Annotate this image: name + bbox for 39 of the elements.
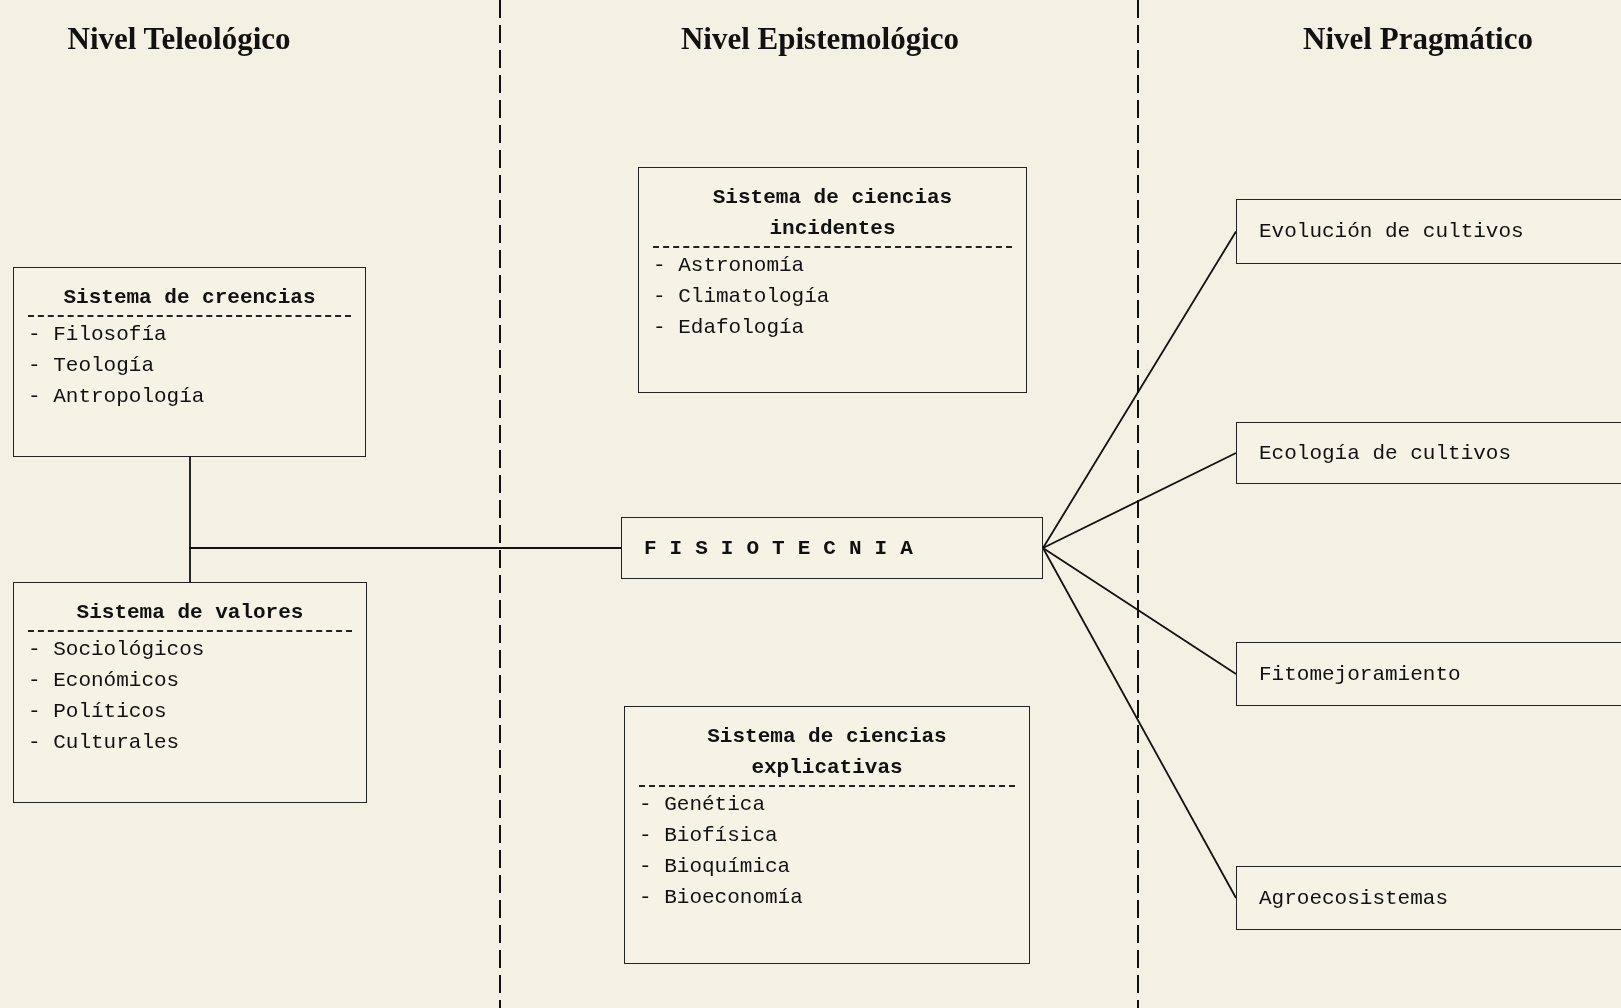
list-item: - Astronomía [653,253,805,279]
process-box [1236,199,1621,264]
connector-line [1042,547,1237,899]
process-box [621,517,1043,579]
list-item: - Bioquímica [639,854,791,880]
process-box [1236,422,1621,484]
list-box [13,267,366,457]
list-item: - Antropología [28,384,205,410]
box-label: FISIOTECNIA [644,535,926,562]
level-heading: Nivel Pragmático [1303,20,1533,58]
list-item: - Políticos [28,699,167,725]
list-item: - Biofísica [639,823,778,849]
process-box [1236,866,1621,930]
box-heading: Sistema de ciencias explicativas [706,724,948,781]
list-box [13,582,367,803]
connector-line [1042,230,1237,549]
level-heading: Nivel Teleológico [67,20,291,58]
list-item: - Teología [28,353,155,379]
process-box [1236,642,1621,706]
box-label: Evolución de cultivos [1259,219,1524,245]
level-heading: Nivel Epistemológico [680,20,960,58]
box-heading: Sistema de creencias [63,285,316,311]
box-heading: Sistema de valores [76,600,304,626]
connector-line [1042,452,1237,549]
list-item: - Genética [639,792,766,818]
list-item: - Bioeconomía [639,885,803,911]
box-heading: Sistema de ciencias incidentes [711,185,954,242]
list-item: - Climatología [653,284,830,310]
box-label: Ecología de cultivos [1259,440,1512,467]
list-item: - Sociológicos [28,637,205,663]
list-box [624,706,1030,964]
box-label: Agroecosistemas [1259,885,1449,912]
list-box [638,167,1027,393]
box-label: Fitomejoramiento [1259,661,1461,688]
list-item: - Filosofía [28,322,167,348]
list-item: - Edafología [653,315,805,341]
list-item: - Económicos [28,668,180,694]
list-item: - Culturales [28,730,180,756]
connector-line [1042,547,1237,675]
